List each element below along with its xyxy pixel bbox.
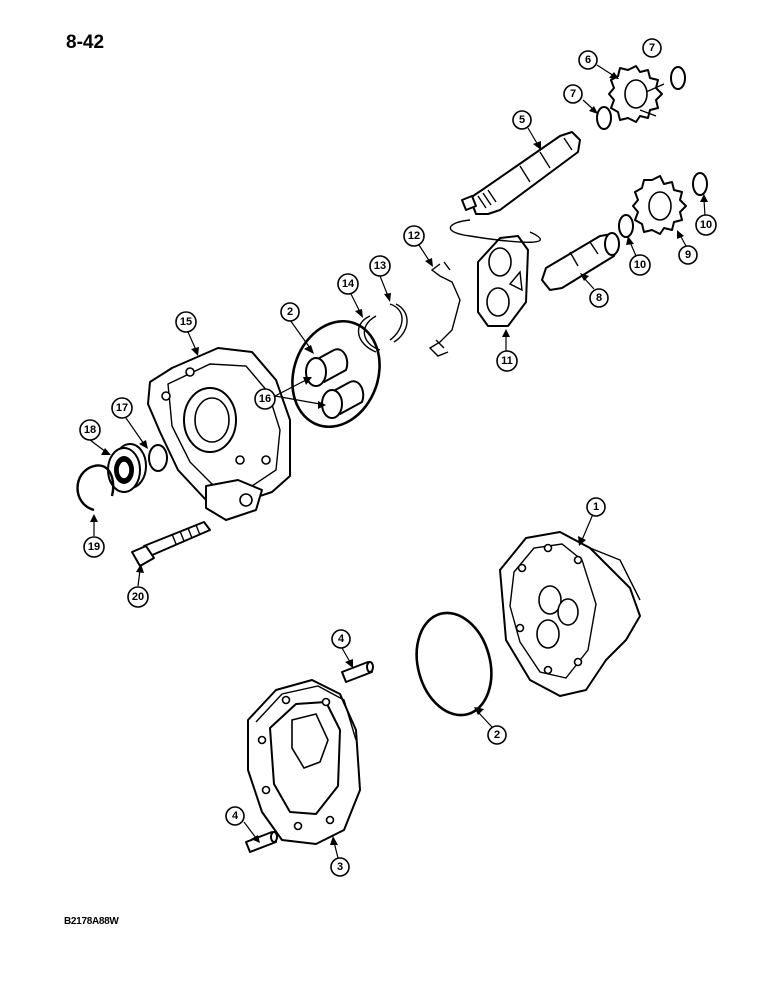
svg-text:5: 5: [519, 114, 525, 126]
o-ring-part-2-lower: [415, 611, 493, 717]
bearing-part-18: [107, 443, 147, 493]
svg-text:9: 9: [685, 249, 691, 261]
washer-part-10-right: [692, 172, 708, 196]
callout-10-right: 10: [695, 214, 717, 236]
callout-6: 6: [578, 50, 598, 70]
front-cover-part-15: [147, 347, 291, 521]
callout-7-upper: 7: [642, 38, 662, 58]
callout-7-lower: 7: [563, 84, 583, 104]
svg-text:4: 4: [338, 633, 345, 645]
bushings-part-16: [305, 348, 365, 419]
callout-10-left: 10: [629, 254, 651, 276]
gear-part-6: [608, 65, 665, 123]
wear-plate-part-11: [477, 235, 529, 327]
callout-4-lower: 4: [225, 806, 245, 826]
callout-12: 12: [403, 225, 425, 247]
callout-13: 13: [369, 255, 391, 277]
page-number: 8-42: [66, 32, 105, 53]
drive-shaft-part-5: [461, 131, 581, 215]
svg-text:2: 2: [287, 306, 293, 318]
callout-14: 14: [337, 273, 359, 295]
svg-text:12: 12: [408, 230, 420, 242]
svg-text:11: 11: [501, 355, 513, 367]
seal-part-12: [428, 261, 461, 357]
callout-16: 16: [254, 388, 276, 410]
snap-ring-part-19: [76, 464, 115, 512]
dowel-pin-part-4-lower: [245, 831, 278, 853]
svg-text:8: 8: [596, 292, 602, 304]
callout-20: 20: [127, 586, 149, 608]
callout-1: 1: [586, 497, 606, 517]
svg-text:13: 13: [374, 260, 386, 272]
gear-housing-part-3: [247, 679, 361, 845]
washer-part-7-lower: [596, 106, 612, 130]
callout-3: 3: [330, 857, 350, 877]
svg-text:6: 6: [585, 54, 591, 66]
callout-18: 18: [79, 419, 101, 441]
callout-11: 11: [496, 350, 518, 372]
svg-text:10: 10: [634, 259, 646, 271]
svg-text:10: 10: [700, 219, 712, 231]
idler-shaft-part-8: [541, 232, 620, 291]
svg-text:16: 16: [259, 393, 271, 405]
washer-part-10-left: [618, 214, 634, 238]
callout-9: 9: [678, 245, 698, 265]
callout-2-lower: 2: [487, 725, 507, 745]
backup-part-13: [389, 303, 408, 343]
bolt-part-20: [131, 521, 211, 567]
svg-text:1: 1: [593, 501, 599, 513]
callout-5: 5: [512, 110, 532, 130]
dowel-pin-part-4-upper: [341, 661, 374, 683]
svg-text:4: 4: [232, 810, 239, 822]
callouts: 1 2 2 3 4 4 5 6 7 7 8 9 10 10 11 12 13 1…: [79, 38, 717, 877]
callout-4-upper: 4: [331, 629, 351, 649]
callout-15: 15: [175, 311, 197, 333]
svg-text:3: 3: [337, 861, 343, 873]
seal-loop: [449, 219, 542, 243]
body-part-1: [499, 531, 641, 697]
callout-17: 17: [111, 397, 133, 419]
svg-text:20: 20: [132, 591, 144, 603]
svg-text:7: 7: [649, 42, 655, 54]
svg-text:17: 17: [116, 402, 128, 414]
gear-part-9: [632, 175, 687, 235]
callout-8: 8: [589, 288, 609, 308]
svg-text:7: 7: [570, 88, 576, 100]
svg-text:2: 2: [494, 729, 500, 741]
callout-2-upper: 2: [280, 302, 300, 322]
callout-19: 19: [83, 536, 105, 558]
svg-text:18: 18: [84, 424, 96, 436]
o-ring-part-2-upper: [291, 319, 381, 429]
svg-text:15: 15: [180, 316, 192, 328]
washer-part-7-upper: [670, 66, 686, 90]
drawing-code: B2178A88W: [64, 916, 119, 927]
svg-text:19: 19: [88, 541, 100, 553]
washer-part-17: [148, 444, 168, 472]
svg-text:14: 14: [342, 278, 355, 290]
